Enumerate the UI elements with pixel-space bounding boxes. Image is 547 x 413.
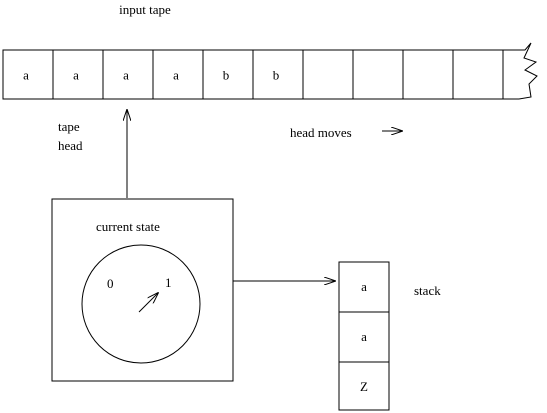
tape-head-label-line1: tape [58,119,80,134]
tape-torn-edge [518,42,538,100]
tape-cell-symbol: a [173,68,179,83]
stack-cell-symbol: Z [360,379,368,394]
stack-cell-symbol: a [361,279,367,294]
current-state-box [51,198,234,382]
stack-label: stack [414,283,441,298]
tape-cell [302,49,354,100]
dial-mark-1: 1 [165,275,172,290]
tape-cell [452,49,504,100]
tape-cell-symbol: b [273,68,280,83]
tape-cell [352,49,404,100]
tape-cell-symbol: b [223,68,230,83]
tape-cell-partial [502,49,519,100]
tape-cell [402,49,454,100]
input-tape-title: input tape [119,2,171,17]
stack: a aZ [338,261,390,411]
stack-cell [338,361,390,411]
tape-cell-symbol: a [23,68,29,83]
state-dial [81,244,201,364]
stack-cell-symbol: a [361,329,367,344]
current-state-label: current state [96,219,160,234]
dial-pointer [138,293,158,313]
dial-mark-0: 0 [107,276,114,291]
tape-cell-symbol: a [73,68,79,83]
tape-cell-symbol: a [123,68,129,83]
tape-head-label-line2: head [58,138,83,153]
head-moves-label: head moves [290,125,352,140]
